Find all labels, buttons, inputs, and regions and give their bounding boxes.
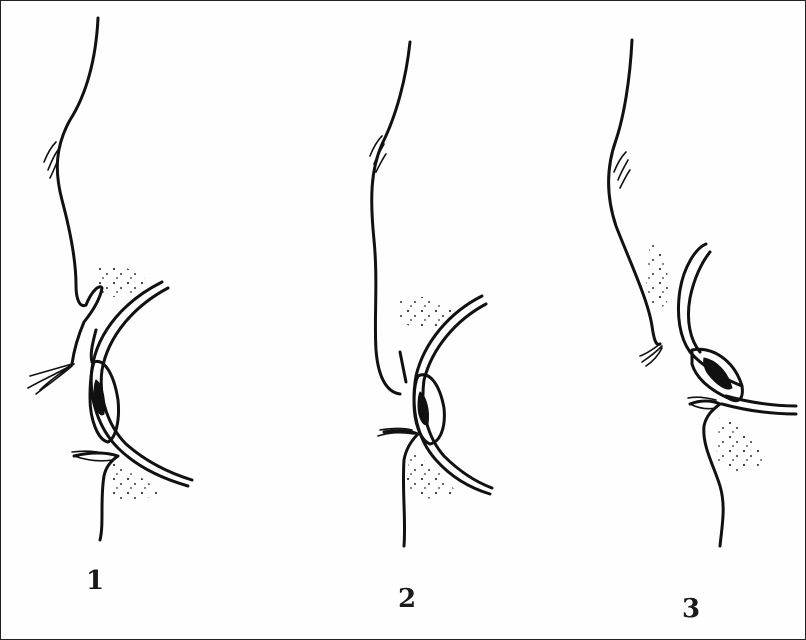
upper-lid-inner-3 bbox=[688, 252, 710, 352]
figure-label-1: 1 bbox=[86, 566, 104, 596]
eyebrow-hairs-3 bbox=[614, 152, 630, 188]
skin-stipple-2a bbox=[400, 297, 456, 329]
lower-lid-3 bbox=[690, 401, 723, 546]
eyebrow-hairs-1 bbox=[44, 142, 58, 178]
skin-stipple-3b bbox=[716, 414, 766, 471]
figure-1-drawing bbox=[28, 18, 192, 540]
figure-label-2: 2 bbox=[398, 584, 416, 614]
brow-profile-1 bbox=[57, 18, 98, 306]
figure-3-drawing bbox=[609, 40, 797, 546]
upper-lashes-1 bbox=[28, 364, 74, 394]
brow-profile-2 bbox=[372, 42, 410, 394]
upper-lashes-3 bbox=[640, 344, 662, 366]
sclera-arc-inner-2 bbox=[423, 304, 492, 488]
skin-stipple-3a bbox=[646, 240, 668, 308]
upper-lid-2 bbox=[400, 352, 406, 382]
figure-2-drawing bbox=[370, 42, 492, 546]
pupil-2 bbox=[418, 392, 429, 425]
figure-label-3: 3 bbox=[682, 594, 700, 624]
